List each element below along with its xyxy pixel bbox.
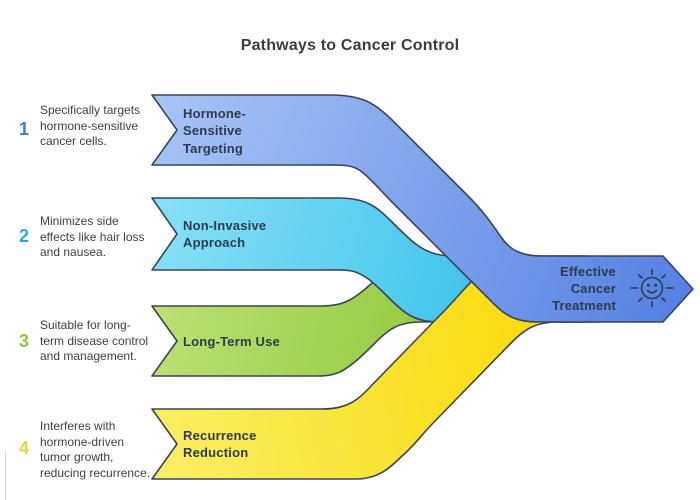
band-hormone-targeting-and-result-arrow xyxy=(151,94,694,323)
page-title: Pathways to Cancer Control xyxy=(240,37,460,54)
step-description-4: Interferes with hormone-driven tumor gro… xyxy=(40,419,151,480)
step-number-4: 4 xyxy=(18,438,29,458)
banner-label-hormone-targeting: Hormone-Sensitive Targeting xyxy=(183,106,246,156)
banner-label-recurrence-reduction: Recurrence Reduction xyxy=(183,428,257,461)
step-description-3: Suitable for long-term disease control a… xyxy=(40,318,149,363)
sun-smiley-icon xyxy=(628,264,676,312)
step-description-2: Minimizes side effects like hair loss an… xyxy=(40,214,145,259)
result-label: Effective Cancer Treatment xyxy=(552,264,616,313)
page-edge-divider xyxy=(5,450,6,500)
banner-label-long-term-use: Long-Term Use xyxy=(183,334,280,349)
step-number-3: 3 xyxy=(18,331,29,351)
banner-label-non-invasive: Non-Invasive Approach xyxy=(183,218,267,251)
step-number-1: 1 xyxy=(18,119,29,139)
step-description-1: Specifically targets hormone-sensitive c… xyxy=(40,103,141,148)
step-number-2: 2 xyxy=(18,226,29,246)
